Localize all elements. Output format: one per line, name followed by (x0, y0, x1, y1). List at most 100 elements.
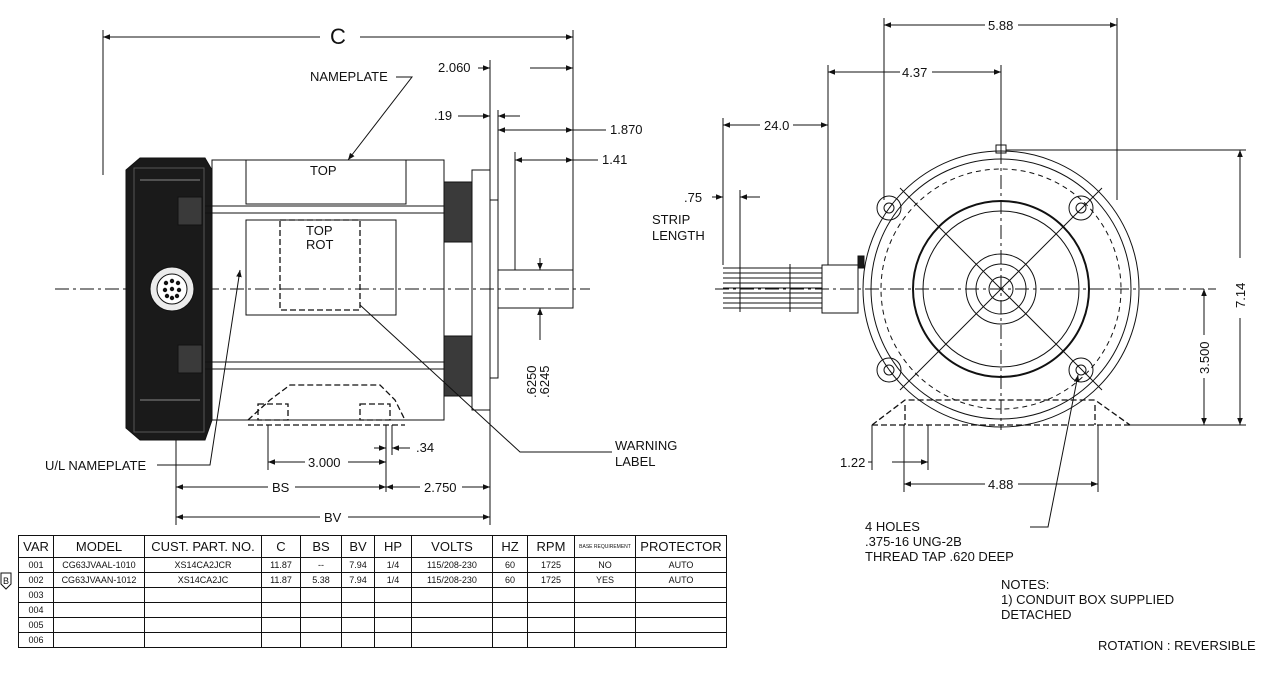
table-cell (53, 587, 145, 603)
table-cell (635, 587, 727, 603)
col-bs: BS (300, 535, 342, 558)
dim-240: 24.0 (764, 118, 789, 133)
dim-2750: 2.750 (424, 480, 457, 495)
table-cell (144, 632, 262, 648)
table-cell (341, 587, 375, 603)
dim-488: 4.88 (988, 477, 1013, 492)
table-cell (411, 617, 493, 633)
table-cell: 60 (492, 572, 528, 588)
revision-marker: B (0, 572, 12, 590)
table-cell (374, 617, 412, 633)
rot-label: ROT (306, 237, 334, 252)
col-bv: BV (341, 535, 375, 558)
strip-label-1: STRIP (652, 212, 690, 227)
dim-2060: 2.060 (438, 60, 471, 75)
table-cell (144, 602, 262, 618)
dim-bs: BS (272, 480, 290, 495)
table-cell: 11.87 (261, 557, 301, 573)
rotation-note: ROTATION : REVERSIBLE (1098, 638, 1256, 653)
table-cell: XS14CA2JCR (144, 557, 262, 573)
table-cell (144, 587, 262, 603)
table-cell: YES (574, 572, 636, 588)
col-volts: VOLTS (411, 535, 493, 558)
table-cell (261, 632, 301, 648)
table-cell (635, 617, 727, 633)
table-cell (527, 632, 575, 648)
table-cell: NO (574, 557, 636, 573)
warning-label-1: WARNING (615, 438, 677, 453)
table-cell (300, 617, 342, 633)
top-label-2: TOP (306, 223, 333, 238)
table-cell (492, 587, 528, 603)
strip-label-2: LENGTH (652, 228, 705, 243)
table-cell: 115/208-230 (411, 572, 493, 588)
end-view: 5.88 4.37 24.0 .75 STRIP LENGTH 7.14 3.5… (652, 18, 1248, 564)
table-cell (492, 617, 528, 633)
svg-text:B: B (3, 576, 9, 586)
col-var: VAR (18, 535, 54, 558)
dim-588: 5.88 (988, 18, 1013, 33)
notes-title: NOTES: (1001, 577, 1050, 592)
table-cell: 1/4 (374, 572, 412, 588)
nameplate-label: NAMEPLATE (310, 69, 388, 84)
table-cell: XS14CA2JC (144, 572, 262, 588)
table-cell (53, 617, 145, 633)
table-cell: 005 (18, 617, 54, 633)
dim-c: C (330, 24, 346, 49)
table-cell (492, 602, 528, 618)
table-cell (374, 632, 412, 648)
table-cell (411, 587, 493, 603)
dim-6250: .6250 (524, 365, 539, 398)
notes: NOTES: 1) CONDUIT BOX SUPPLIED DETACHED (1001, 577, 1174, 622)
table-cell: 7.94 (341, 557, 375, 573)
table-cell (341, 602, 375, 618)
table-cell (374, 587, 412, 603)
spec-table: VAR MODEL CUST. PART. NO. C BS BV HP VOL… (18, 535, 727, 648)
table-cell (341, 632, 375, 648)
table-row: 004 (18, 602, 727, 618)
table-cell (574, 632, 636, 648)
table-cell (261, 587, 301, 603)
table-cell: 001 (18, 557, 54, 573)
table-cell (341, 617, 375, 633)
table-cell (635, 602, 727, 618)
table-row: 006 (18, 632, 727, 648)
col-rpm: RPM (527, 535, 575, 558)
dim-714: 7.14 (1233, 283, 1248, 308)
table-cell: 60 (492, 557, 528, 573)
table-cell (527, 587, 575, 603)
dim-141: 1.41 (602, 152, 627, 167)
table-cell: 11.87 (261, 572, 301, 588)
table-header-row: VAR MODEL CUST. PART. NO. C BS BV HP VOL… (18, 535, 727, 558)
table-cell (261, 617, 301, 633)
table-cell (527, 602, 575, 618)
table-cell: 1725 (527, 557, 575, 573)
dim-6245: .6245 (537, 365, 552, 398)
table-cell (374, 602, 412, 618)
dim-3000: 3.000 (308, 455, 341, 470)
table-cell (574, 587, 636, 603)
table-cell: CG63JVAAL-1010 (53, 557, 145, 573)
warning-label-2: LABEL (615, 454, 655, 469)
table-cell: 115/208-230 (411, 557, 493, 573)
table-cell (300, 632, 342, 648)
holes-line-2: .375-16 UNG-2B (865, 534, 962, 549)
ul-nameplate-label: U/L NAMEPLATE (45, 458, 146, 473)
dim-34: .34 (416, 440, 434, 455)
notes-line-1: 1) CONDUIT BOX SUPPLIED (1001, 592, 1175, 607)
table-cell: CG63JVAAN-1012 (53, 572, 145, 588)
col-protector: PROTECTOR (635, 535, 727, 558)
table-cell: 7.94 (341, 572, 375, 588)
table-cell: 003 (18, 587, 54, 603)
table-cell (53, 602, 145, 618)
dim-75: .75 (684, 190, 702, 205)
top-label-1: TOP (310, 163, 337, 178)
table-cell: 002 (18, 572, 54, 588)
table-cell (492, 632, 528, 648)
table-cell: 1/4 (374, 557, 412, 573)
dim-122: 1.22 (840, 455, 865, 470)
table-cell: 5.38 (300, 572, 342, 588)
col-hz: HZ (492, 535, 528, 558)
table-cell: 004 (18, 602, 54, 618)
